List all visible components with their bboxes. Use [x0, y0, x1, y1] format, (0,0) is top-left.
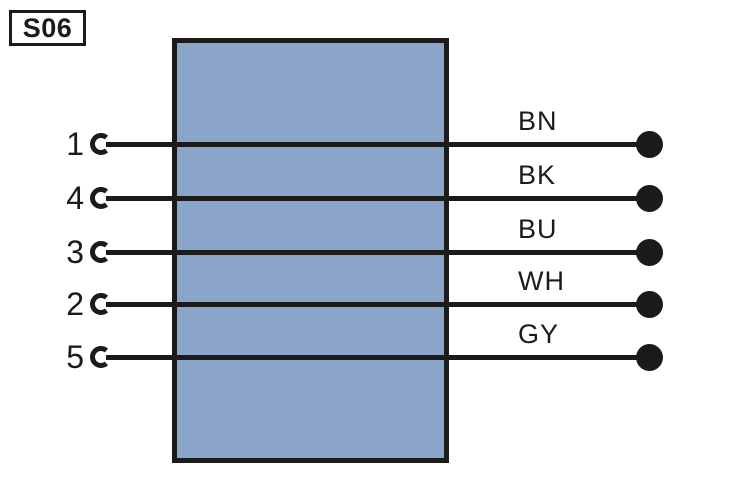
- pin-number: 5: [66, 339, 84, 375]
- socket-contact-icon: [90, 293, 109, 315]
- wire-endpoint-dot: [636, 239, 663, 266]
- socket-contact-icon: [90, 346, 109, 368]
- pin-number: 3: [66, 234, 84, 270]
- wire-color-label: GY: [518, 319, 560, 349]
- wire-endpoint-dot: [636, 344, 663, 371]
- connector-id-label: S06: [22, 12, 73, 43]
- wire-endpoint-dot: [636, 185, 663, 212]
- socket-contact-icon: [90, 241, 109, 263]
- wire-color-label: BU: [518, 214, 558, 244]
- connector-id-box: S06: [9, 10, 86, 46]
- wire-endpoint-dot: [636, 291, 663, 318]
- wire-color-label: WH: [518, 266, 565, 296]
- connector-body: [172, 38, 449, 463]
- wire-endpoint-dot: [636, 131, 663, 158]
- socket-contact-icon: [90, 187, 109, 209]
- pin-number: 4: [66, 180, 84, 216]
- pin-number: 1: [66, 126, 84, 162]
- pin-number: 2: [66, 286, 84, 322]
- wire-color-label: BK: [518, 160, 557, 190]
- socket-contact-icon: [90, 133, 109, 155]
- wire-color-label: BN: [518, 106, 558, 136]
